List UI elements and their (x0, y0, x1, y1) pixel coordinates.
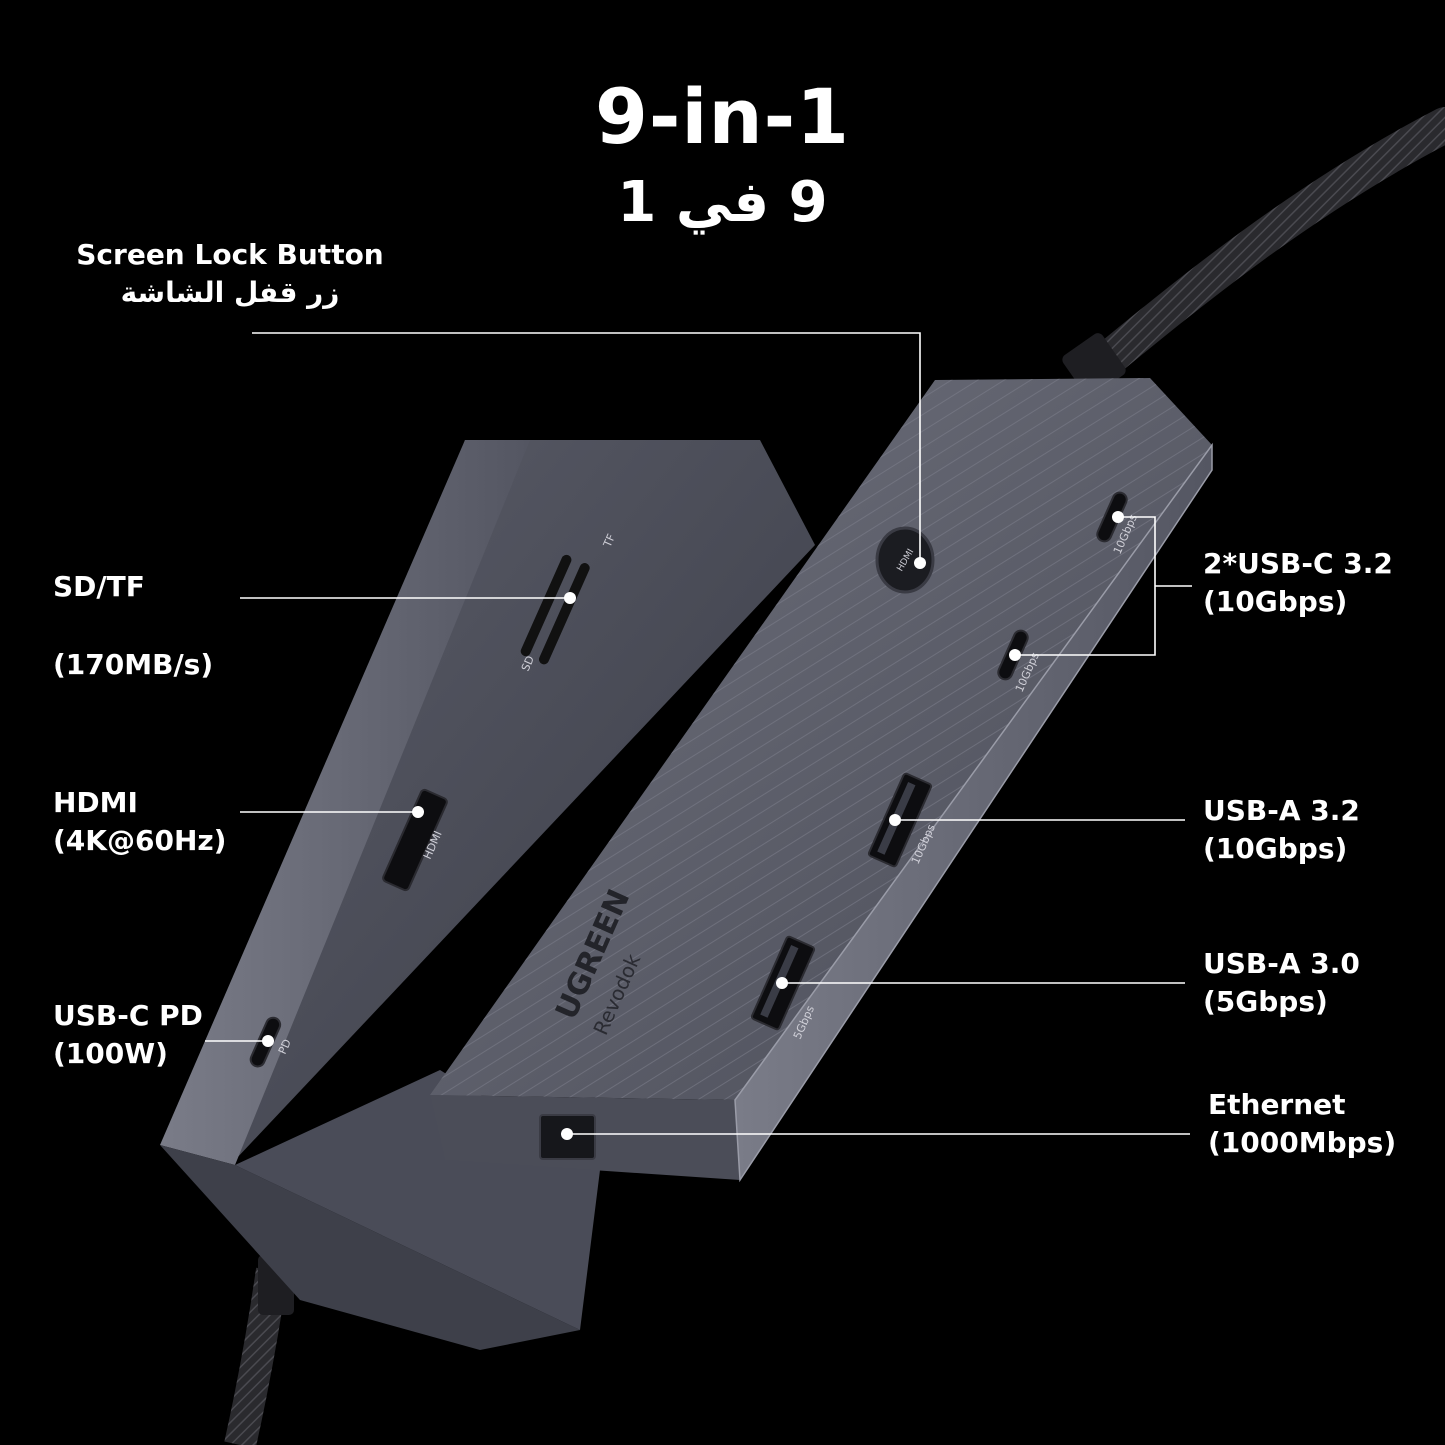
sd-slot[interactable] (537, 561, 591, 666)
label-usba-30-spec: (5Gbps) (1203, 985, 1328, 1018)
leader-screen-lock (252, 332, 921, 563)
hdmi-port[interactable] (382, 788, 448, 892)
label-usba-32: USB-A 3.2 (10Gbps) (1203, 792, 1360, 868)
pd-mark: PD (276, 1037, 294, 1056)
tf-slot[interactable] (519, 553, 573, 658)
leader-dots (262, 511, 1124, 1140)
dot-sd-tf (564, 592, 576, 604)
label-usba-30-name: USB-A 3.0 (1203, 947, 1360, 980)
label-usba-32-name: USB-A 3.2 (1203, 794, 1360, 827)
top-cable (1077, 107, 1445, 388)
label-sd-tf-speed: (170MB/s) (53, 648, 214, 681)
back-module-front (160, 440, 530, 1165)
dot-usbc-1 (1112, 511, 1124, 523)
label-usbc-32-spec: (10Gbps) (1203, 585, 1348, 618)
label-ethernet-name: Ethernet (1208, 1088, 1346, 1121)
label-usba-32-spec: (10Gbps) (1203, 832, 1348, 865)
sd-slot-group (519, 553, 591, 666)
dot-usba-30 (776, 977, 788, 989)
leader-lines (205, 332, 1192, 1135)
dot-ethernet (561, 1128, 573, 1140)
label-screen-lock-en: Screen Lock Button (76, 238, 384, 271)
dot-usba-32 (889, 814, 901, 826)
label-usbc-pd-spec: (100W) (53, 1037, 168, 1070)
sd-mark: SD (519, 654, 537, 673)
hdmi-port-group (382, 788, 448, 892)
dot-hdmi (412, 806, 424, 818)
label-hdmi-name: HDMI (53, 786, 138, 819)
label-usbc-pd: USB-C PD (100W) (53, 997, 203, 1073)
screen-lock-button[interactable] (875, 526, 935, 594)
label-ethernet-spec: (1000Mbps) (1208, 1126, 1397, 1159)
label-ethernet: Ethernet (1000Mbps) (1208, 1086, 1396, 1162)
dot-screen-lock (914, 557, 926, 569)
label-sd-tf: SD/TF (53, 568, 145, 606)
main-module-side (735, 445, 1212, 1180)
main-module-top-ribs (430, 378, 1212, 1100)
label-screen-lock-ar: زر قفل الشاشة (120, 276, 340, 309)
label-hdmi: HDMI (4K@60Hz) (53, 784, 226, 860)
label-hdmi-spec: (4K@60Hz) (53, 824, 227, 857)
label-usbc-32: 2*USB-C 3.2 (10Gbps) (1203, 545, 1393, 621)
label-usba-30: USB-A 3.0 (5Gbps) (1203, 945, 1360, 1021)
back-module-face (235, 440, 815, 1160)
label-usbc-32-name: 2*USB-C 3.2 (1203, 547, 1393, 580)
page-subtitle-arabic: 9 في 1 (617, 170, 828, 235)
back-module-bottom (160, 1145, 580, 1350)
label-screen-lock: Screen Lock Button زر قفل الشاشة (60, 236, 400, 312)
page-title: 9-in-1 (594, 72, 850, 161)
dot-usbc-pd (262, 1035, 274, 1047)
label-sd-tf-name: SD/TF (53, 570, 145, 603)
dot-usbc-2 (1009, 649, 1021, 661)
tf-mark: TF (600, 532, 618, 550)
main-module-side-edge (734, 442, 1213, 1183)
label-usbc-pd-name: USB-C PD (53, 999, 203, 1032)
